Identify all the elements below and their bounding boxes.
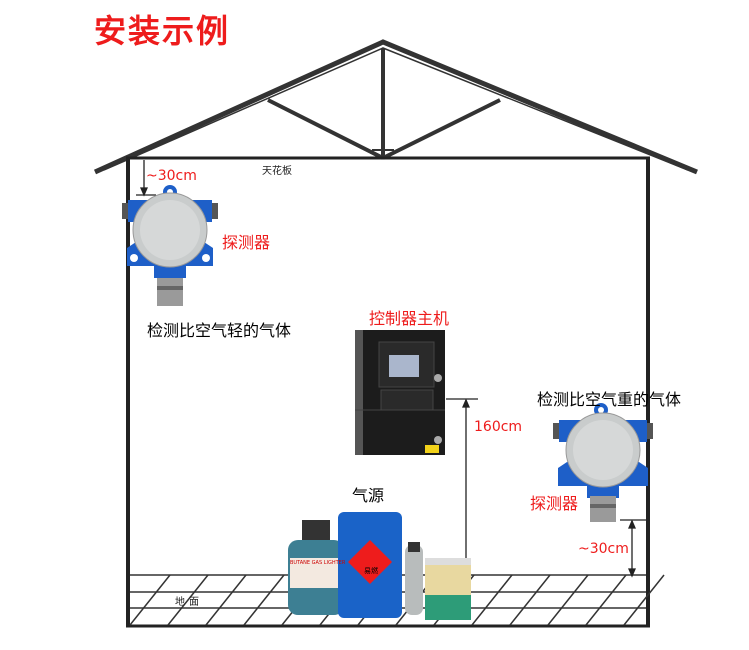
detector-top-label: 探测器	[222, 233, 271, 252]
ceiling-distance-label: ~30cm	[146, 168, 197, 184]
paint-can	[425, 558, 471, 620]
page-title: 安装示例	[94, 12, 231, 50]
floor-hatch	[167, 574, 209, 626]
floor-hatch	[471, 574, 513, 626]
detector-bottom-caption: 检测比空气重的气体	[537, 390, 682, 409]
controller-height-label: 160cm	[474, 419, 523, 435]
gas-detector-top	[122, 185, 218, 306]
lpg-cylinder	[288, 520, 344, 615]
floor-hatch	[129, 574, 171, 626]
roof	[93, 39, 698, 175]
floor-hatch	[243, 574, 285, 626]
gas-bottle	[405, 542, 423, 615]
floor-hatch	[205, 574, 247, 626]
ceiling-label: 天花板	[262, 166, 292, 177]
floor-hatch	[509, 574, 551, 626]
drum-text: 易燃	[364, 567, 378, 575]
gas-source-label: 气源	[352, 486, 385, 505]
gas-detector-bottom	[553, 403, 653, 522]
walls	[126, 156, 650, 628]
detector-bottom-label: 探测器	[530, 494, 579, 513]
floor-hatch	[623, 574, 665, 626]
floor-hatch	[585, 574, 627, 626]
detector-top-caption: 检测比空气轻的气体	[147, 321, 292, 340]
floor-distance-label: ~30cm	[578, 541, 629, 557]
controller-label: 控制器主机	[369, 309, 450, 328]
floor-label: 地面	[175, 597, 203, 608]
cylinder-text: BUTANE GAS LIGHTER	[290, 560, 346, 566]
distance-arrows	[136, 160, 646, 578]
floor-hatch	[547, 574, 589, 626]
controller-cabinet	[355, 330, 445, 455]
blue-drum	[338, 512, 402, 618]
